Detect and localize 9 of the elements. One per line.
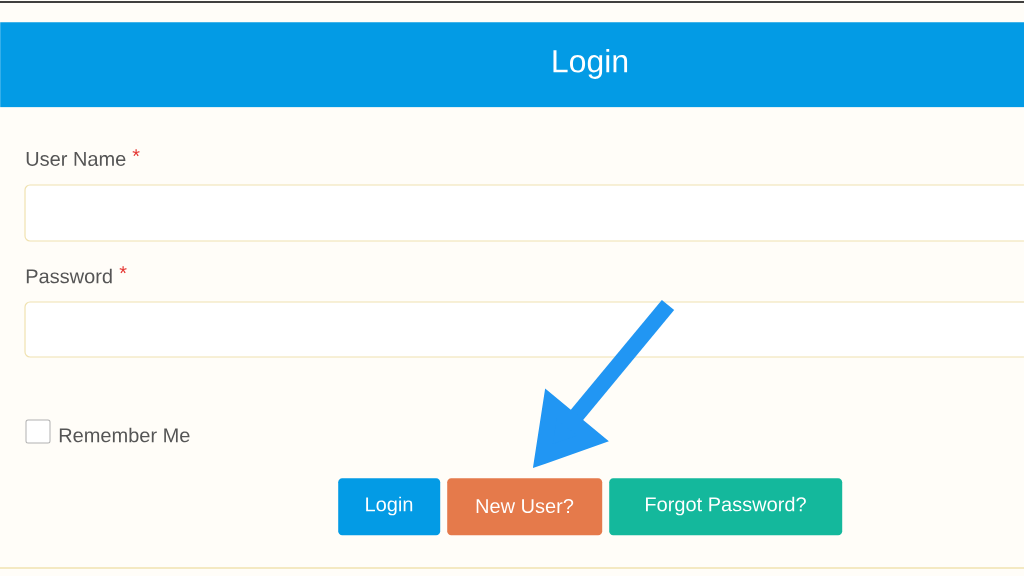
required-mark: *	[119, 266, 127, 274]
field-label: Password	[26, 268, 112, 284]
forgot-password-button: Forgot Password?	[609, 478, 843, 536]
header-band: Login	[0, 22, 1024, 108]
field-label: User Name	[26, 152, 126, 166]
checkbox-label: Remember Me	[59, 427, 190, 443]
new-user-button: New User?	[447, 478, 603, 536]
login-button: Login	[338, 478, 441, 536]
required-mark: *	[132, 149, 140, 157]
